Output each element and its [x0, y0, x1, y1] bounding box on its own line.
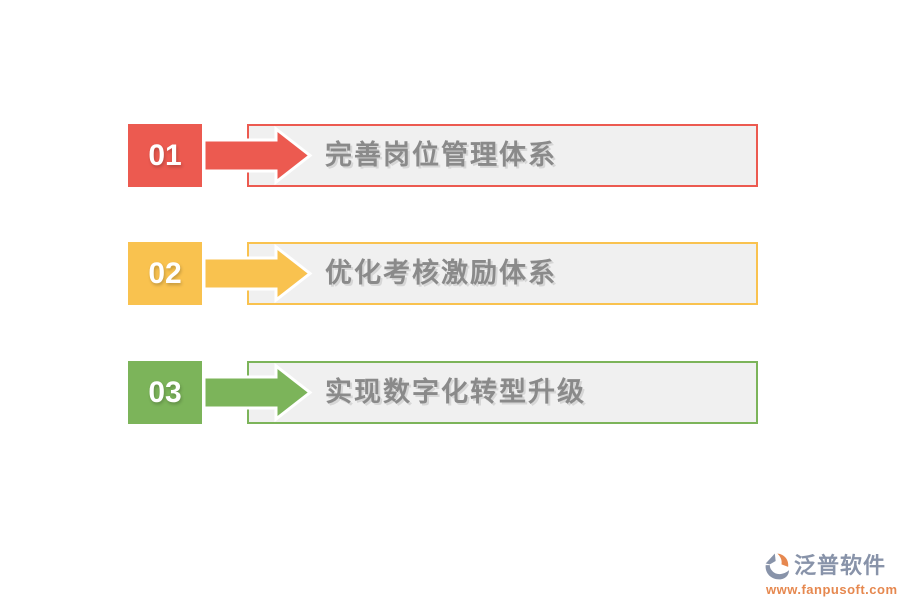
- step-row-3: 03 实现数字化转型升级: [128, 361, 768, 424]
- arrow-right-icon: [202, 125, 313, 186]
- arrow-right-icon: [202, 243, 313, 304]
- step-label: 完善岗位管理体系: [325, 140, 557, 170]
- footer-brand-url: www.fanpusoft.com: [766, 582, 898, 597]
- footer-brand-name: 泛普软件: [794, 553, 887, 578]
- step-row-1: 01 完善岗位管理体系: [128, 124, 768, 187]
- step-row-2: 02 优化考核激励体系: [128, 242, 768, 305]
- logo-swoosh-gray-shape: [765, 565, 789, 580]
- step-label-box: 优化考核激励体系: [247, 242, 758, 305]
- step-number-badge: 01: [128, 124, 202, 187]
- footer-logo: 泛普软件 www.fanpusoft.com: [764, 550, 898, 597]
- step-label: 实现数字化转型升级: [325, 377, 586, 407]
- arrow-right-icon: [202, 362, 313, 423]
- step-label-box: 实现数字化转型升级: [247, 361, 758, 424]
- fanpu-logo-icon: [765, 553, 789, 580]
- step-label-box: 完善岗位管理体系: [247, 124, 758, 187]
- step-number-badge: 02: [128, 242, 202, 305]
- logo-swoosh-orange-shape: [777, 553, 789, 567]
- logo-wedge-shape: [765, 553, 776, 565]
- arrow-right-shape: [202, 362, 313, 423]
- arrow-right-shape: [202, 243, 313, 304]
- step-number-badge: 03: [128, 361, 202, 424]
- footer-logo-row: 泛普软件: [764, 550, 896, 582]
- step-label: 优化考核激励体系: [325, 258, 557, 288]
- arrow-right-shape: [202, 125, 313, 186]
